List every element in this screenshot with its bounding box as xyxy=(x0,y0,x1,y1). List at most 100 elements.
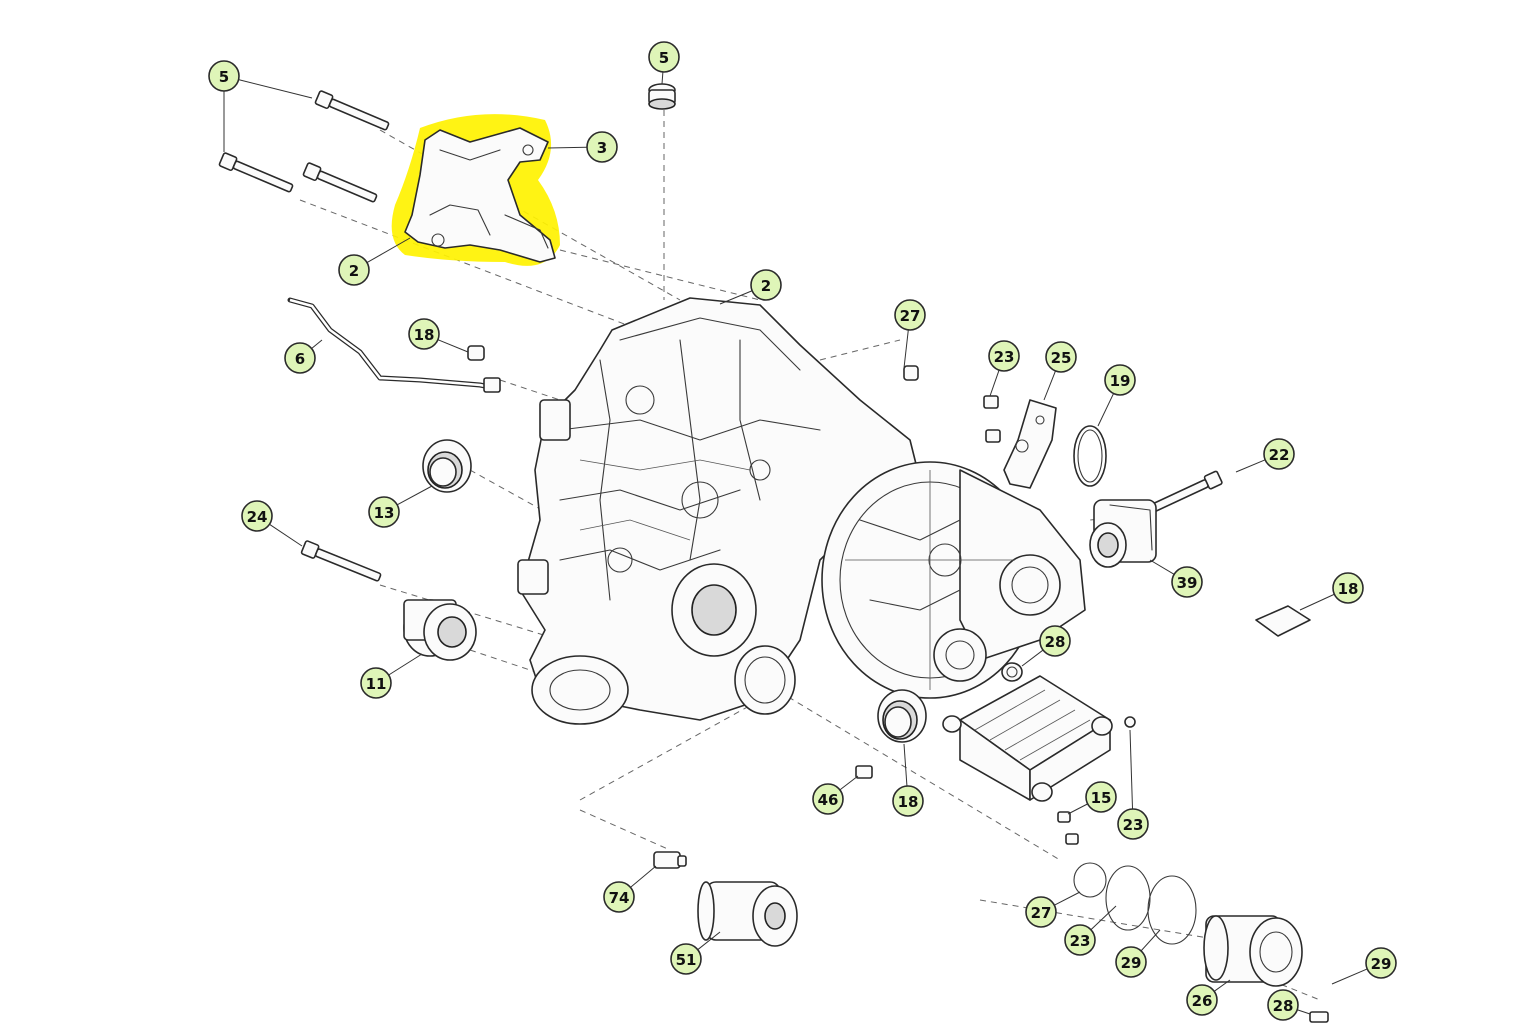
callout-label: 29 xyxy=(1371,955,1392,973)
callout-label: 27 xyxy=(1031,904,1052,922)
callout-label: 46 xyxy=(818,791,839,809)
callout-label: 18 xyxy=(898,793,919,811)
sender-part-74 xyxy=(653,851,687,869)
callout-label: 5 xyxy=(659,49,669,67)
callout-circle xyxy=(360,667,392,699)
callout-circle xyxy=(1263,438,1295,470)
callout-label: 2 xyxy=(761,277,771,295)
transmission-housing xyxy=(517,297,921,725)
leader-line xyxy=(1067,803,1088,815)
plate-part-25 xyxy=(1003,399,1057,489)
callout-circle xyxy=(1115,946,1147,978)
callout-25: 25 xyxy=(1045,341,1077,373)
callout-label: 27 xyxy=(900,307,921,325)
callout-circle xyxy=(1085,781,1117,813)
leader-line xyxy=(547,146,588,149)
callout-15: 15 xyxy=(1085,781,1117,813)
callout-label: 22 xyxy=(1269,446,1290,464)
leader-line xyxy=(269,523,303,547)
callout-label: 5 xyxy=(219,68,229,86)
leader-line xyxy=(719,290,753,305)
bearing-part-11 xyxy=(403,599,477,661)
callout-23: 23 xyxy=(1064,924,1096,956)
oil-filter-part-51 xyxy=(697,881,798,947)
callout-11: 11 xyxy=(360,667,392,699)
cap-part-5 xyxy=(648,83,676,110)
oil-cooler xyxy=(942,675,1113,802)
callout-circle xyxy=(750,269,782,301)
leader-line xyxy=(697,931,721,951)
callout-circle xyxy=(586,131,618,163)
bracket-part-3 xyxy=(391,114,560,266)
callout-label: 26 xyxy=(1192,992,1213,1010)
callout-39: 39 xyxy=(1171,566,1203,598)
callout-24: 24 xyxy=(241,500,273,532)
callout-circle xyxy=(1267,989,1299,1021)
callout-label: 39 xyxy=(1177,574,1198,592)
callout-circle xyxy=(338,254,370,286)
callout-74: 74 xyxy=(603,881,635,913)
callout-circle xyxy=(894,299,926,331)
callout-label: 74 xyxy=(609,889,630,907)
leader-line xyxy=(311,339,323,349)
callout-2: 2 xyxy=(750,269,782,301)
callout-5: 5 xyxy=(208,60,240,92)
bell-housing xyxy=(821,461,1086,699)
leader-line xyxy=(630,865,657,888)
ring-part-28 xyxy=(1001,662,1023,682)
callout-19: 19 xyxy=(1104,364,1136,396)
callout-circle xyxy=(284,342,316,374)
callout-18: 18 xyxy=(1332,572,1364,604)
callout-2: 2 xyxy=(338,254,370,286)
leader-line xyxy=(989,369,1000,397)
callout-label: 25 xyxy=(1051,349,1072,367)
callout-circle xyxy=(368,496,400,528)
callout-circle xyxy=(1171,566,1203,598)
leader-line xyxy=(1299,593,1335,611)
leader-line xyxy=(1043,370,1056,401)
leader-line xyxy=(437,339,469,353)
callout-circle xyxy=(1045,341,1077,373)
leader-line xyxy=(366,237,411,263)
callout-label: 18 xyxy=(1338,580,1359,598)
callout-18: 18 xyxy=(408,318,440,350)
leader-line xyxy=(903,329,909,369)
callout-label: 11 xyxy=(366,675,387,693)
filter-element-part-26 xyxy=(1203,915,1303,987)
callout-circle xyxy=(1104,364,1136,396)
callout-51: 51 xyxy=(670,943,702,975)
callout-circle xyxy=(1186,984,1218,1016)
callout-3: 3 xyxy=(586,131,618,163)
bushing-part-18 xyxy=(467,345,485,361)
bolt-part-22 xyxy=(1150,470,1223,513)
callout-circle xyxy=(670,943,702,975)
callout-circle xyxy=(1365,947,1397,979)
callout-23: 23 xyxy=(988,340,1020,372)
callout-circle xyxy=(1332,572,1364,604)
seal-ring-part-13 xyxy=(422,439,472,493)
callout-circle xyxy=(1064,924,1096,956)
callout-label: 29 xyxy=(1121,954,1142,972)
callout-5: 5 xyxy=(648,41,680,73)
callout-28: 28 xyxy=(1039,625,1071,657)
callout-circle xyxy=(892,785,924,817)
leader-line xyxy=(661,71,664,85)
callout-label: 15 xyxy=(1091,789,1112,807)
callout-label: 24 xyxy=(247,508,268,526)
callout-23: 23 xyxy=(1117,808,1149,840)
callout-label: 51 xyxy=(676,951,697,969)
callout-circle xyxy=(1039,625,1071,657)
plug-part-28 xyxy=(1309,1011,1329,1023)
pipe-part-6 xyxy=(287,297,501,393)
leader-line xyxy=(1090,905,1117,931)
leader-line xyxy=(1297,1009,1311,1015)
bolt-group-5 xyxy=(218,90,390,203)
callout-circle xyxy=(241,500,273,532)
leader-line xyxy=(1331,968,1368,985)
callout-label: 18 xyxy=(414,326,435,344)
callout-label: 28 xyxy=(1045,633,1066,651)
callout-circle xyxy=(648,41,680,73)
callout-circle xyxy=(408,318,440,350)
callout-label: 23 xyxy=(994,348,1015,366)
